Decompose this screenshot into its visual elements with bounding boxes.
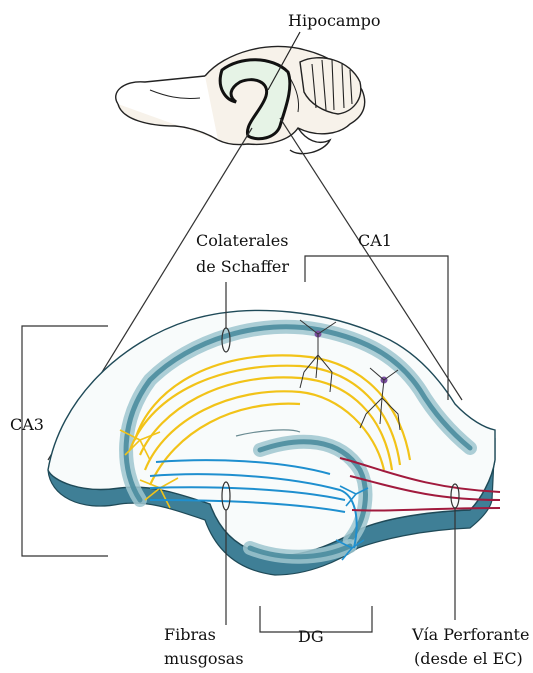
label-colaterales-2: de Schaffer (196, 257, 289, 276)
label-colaterales-1: Colaterales (196, 231, 288, 250)
label-dg: DG (298, 627, 324, 646)
label-fibras-1: Fibras (164, 625, 216, 644)
label-fibras-2: musgosas (164, 649, 244, 668)
label-via-2: (desde el EC) (414, 649, 523, 668)
label-ca3: CA3 (10, 415, 44, 434)
label-ca1: CA1 (358, 231, 392, 250)
label-via-1: Vía Perforante (411, 625, 529, 644)
label-hipocampo: Hipocampo (288, 11, 381, 30)
